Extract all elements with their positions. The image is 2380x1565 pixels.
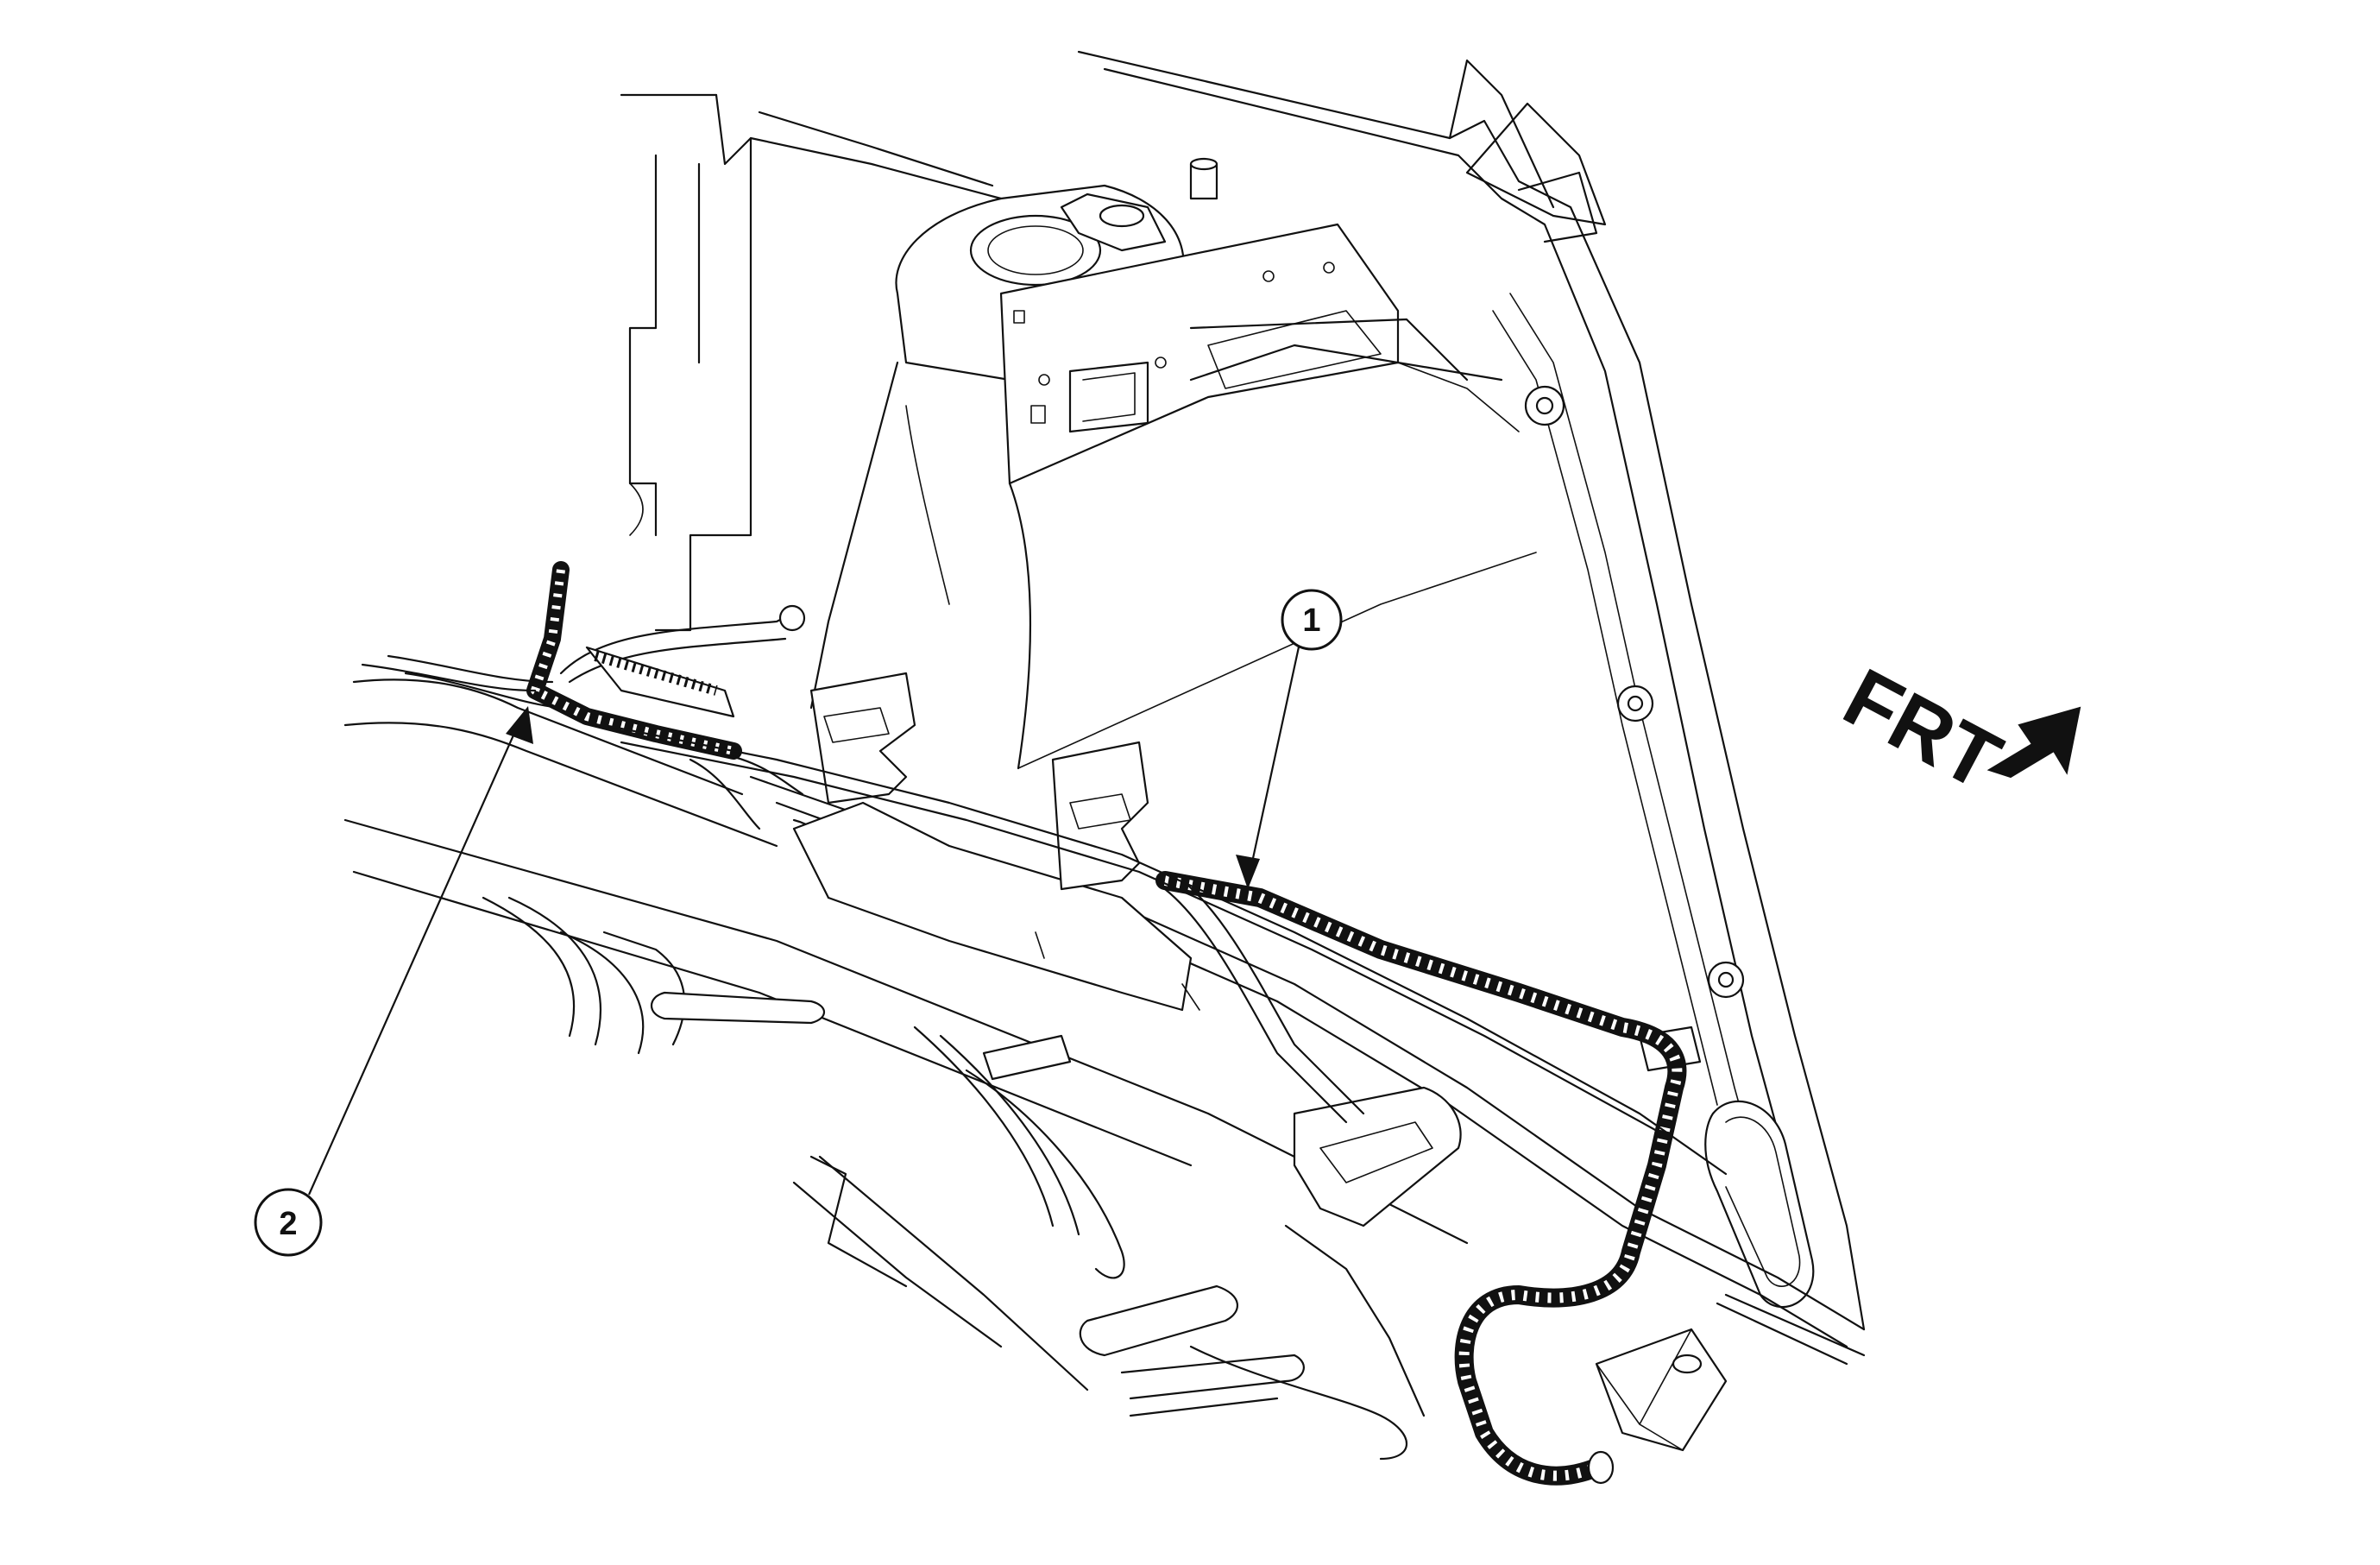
callout-2-label: 2 (279, 1206, 297, 1242)
wiring-harness (361, 561, 1728, 1486)
frt-label: FRT (1829, 651, 2015, 808)
callout-1-label: 1 (1302, 603, 1320, 639)
callout-2-arrowhead (506, 706, 533, 744)
callout-2: 2 (254, 706, 533, 1257)
callout-2-leader (307, 721, 521, 1196)
callout-1-arrowhead (1236, 855, 1260, 889)
front-direction-indicator: FRT (1829, 651, 2081, 808)
callout-2-circle (254, 1188, 323, 1257)
body-structure (620, 50, 1866, 1331)
harness-brackets (809, 672, 1702, 1227)
callout-1-circle (1281, 589, 1343, 651)
arrow-down-right-icon (1986, 706, 2081, 779)
callout-1-leader (1246, 642, 1301, 883)
callout-1: 1 (1236, 589, 1343, 889)
trunk-floor (343, 678, 1866, 1461)
